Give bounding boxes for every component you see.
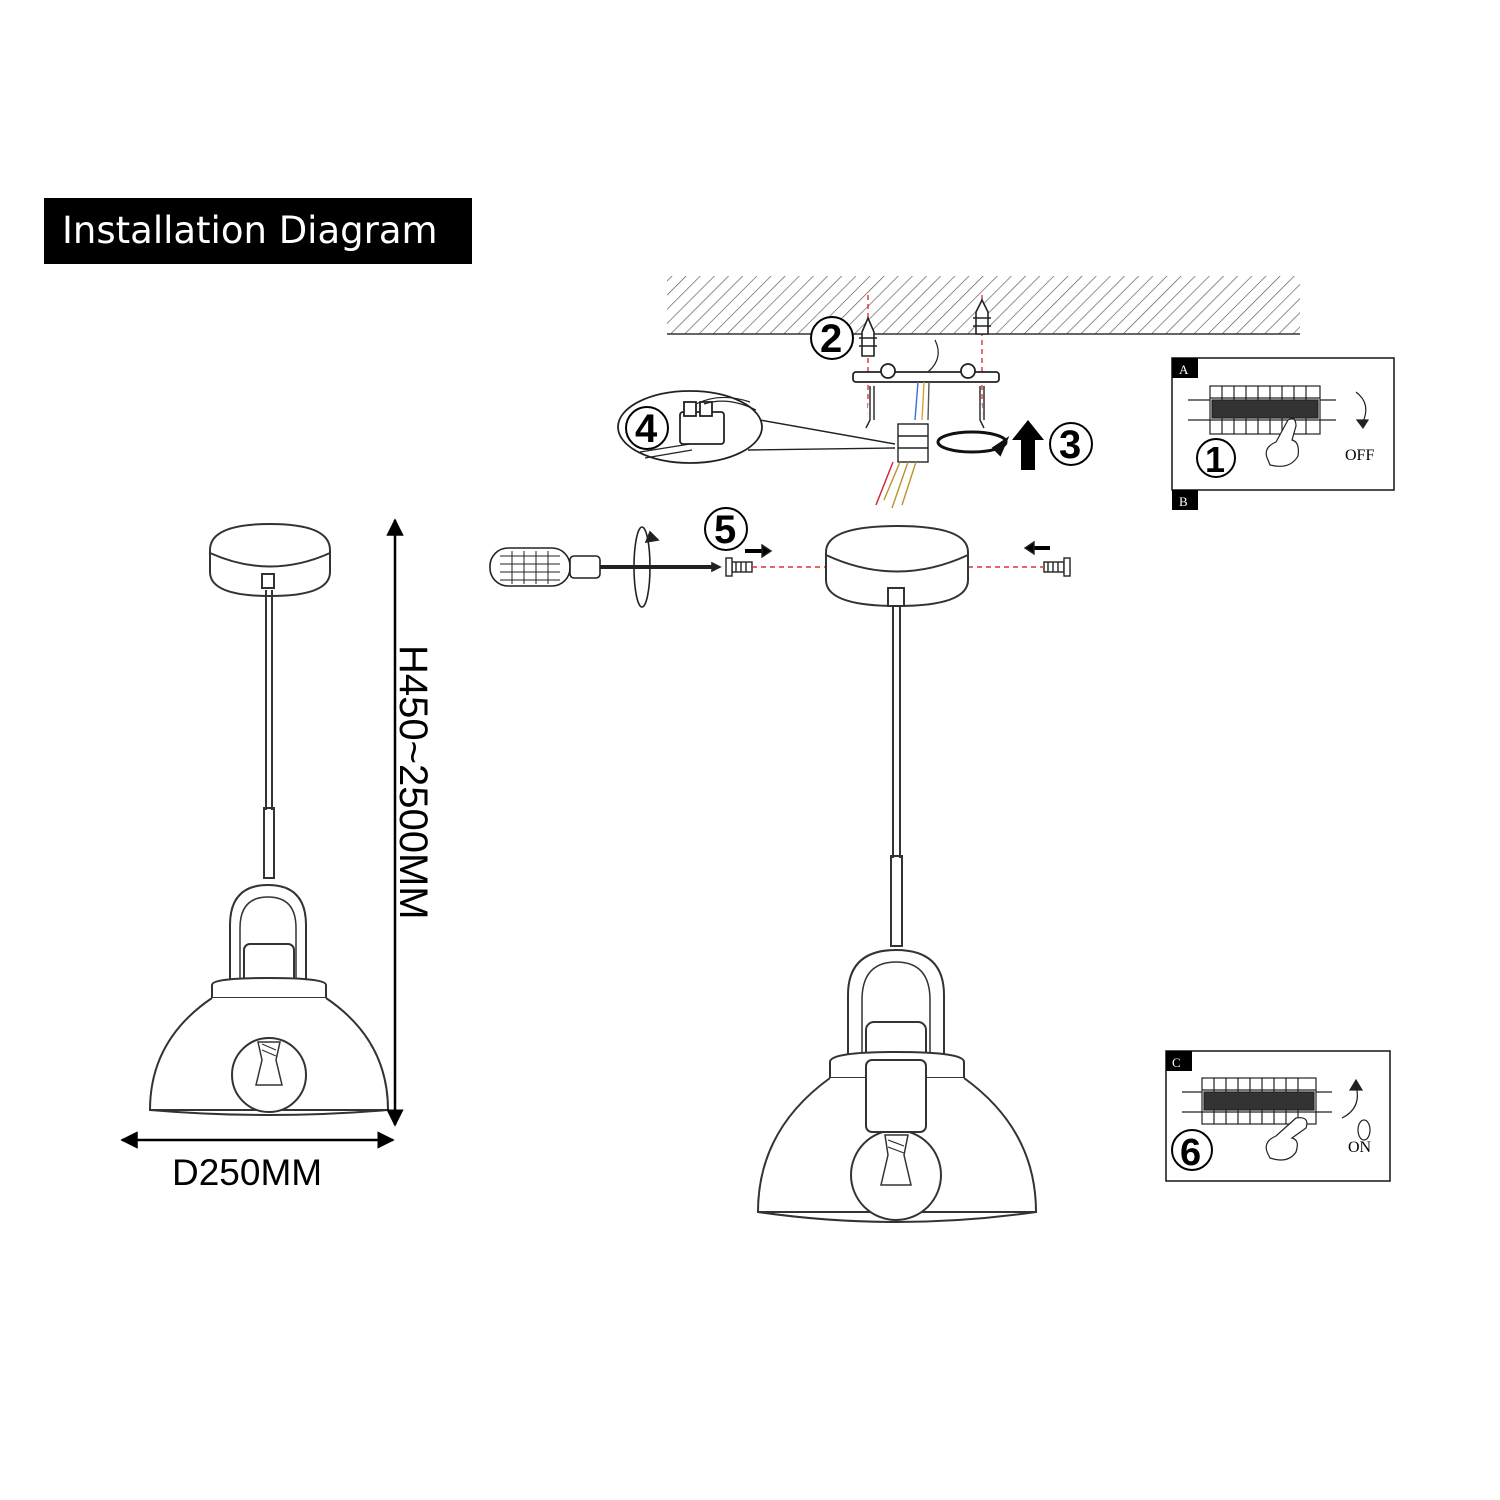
panel-letter-c: C bbox=[1172, 1055, 1181, 1070]
switch-off-label: OFF bbox=[1345, 447, 1374, 464]
switch-on-label: ON bbox=[1348, 1139, 1372, 1156]
step-3-number: 3 bbox=[1059, 423, 1081, 467]
dimension-lamp bbox=[148, 522, 390, 1116]
step-1-number: 1 bbox=[1205, 439, 1225, 480]
mounting-bracket bbox=[852, 339, 1000, 429]
breaker-panel-off: A B 1 OFF bbox=[1171, 357, 1395, 510]
installed-lamp bbox=[756, 524, 1038, 1223]
step-5-badge: 5 bbox=[704, 507, 748, 552]
rotate-arrow-icon bbox=[936, 430, 1010, 457]
screw-right-icon bbox=[1023, 540, 1071, 577]
step-6-number: 6 bbox=[1180, 1132, 1201, 1174]
wire-connector bbox=[875, 381, 930, 509]
step-2-number: 2 bbox=[820, 317, 842, 361]
step-2-badge: 2 bbox=[810, 316, 854, 361]
screw-left-icon bbox=[725, 543, 773, 577]
step-3-badge: 3 bbox=[1049, 422, 1093, 467]
wall-anchors bbox=[859, 295, 991, 425]
page-title: Installation Diagram bbox=[44, 198, 472, 264]
panel-letter-a: A bbox=[1179, 362, 1189, 377]
screwdriver-icon bbox=[489, 526, 722, 608]
diameter-label: D250MM bbox=[172, 1152, 322, 1193]
step-4-badge: 4 bbox=[625, 406, 669, 451]
step-4-number: 4 bbox=[635, 407, 658, 451]
breaker-panel-on: C 6 ON bbox=[1165, 1050, 1391, 1182]
step-5-number: 5 bbox=[714, 508, 736, 552]
panel-letter-b: B bbox=[1179, 494, 1188, 509]
up-arrow-icon bbox=[1012, 420, 1044, 470]
height-label: H450~2500MM bbox=[391, 645, 435, 920]
